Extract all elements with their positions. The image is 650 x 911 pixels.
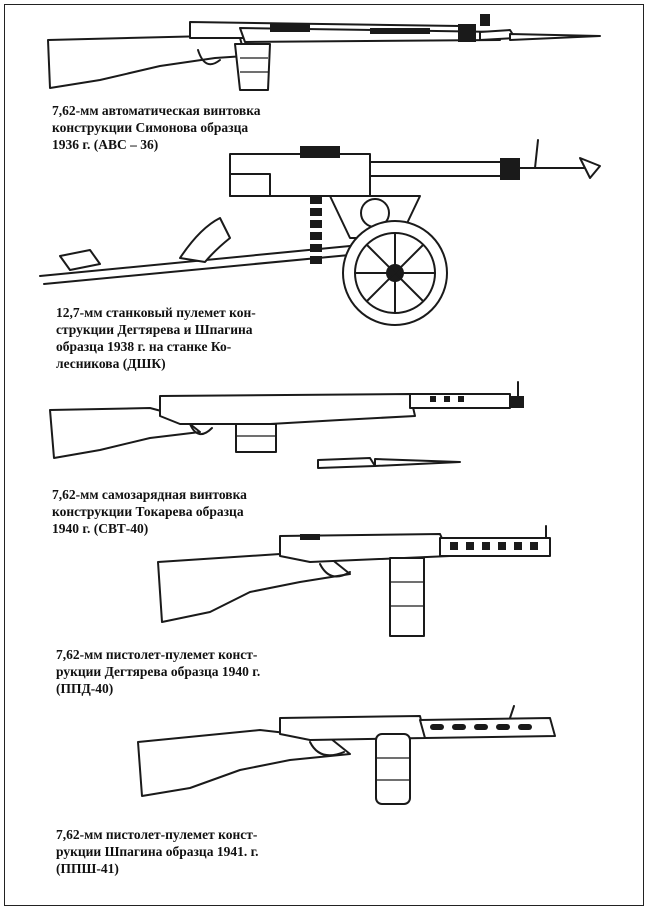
caption-line: 7,62-мм пистолет-пулемет конст- (56, 647, 258, 662)
caption-line: образца 1938 г. на станке Ко- (56, 339, 232, 354)
caption-line: 7,62-мм автоматическая винтовка (52, 103, 261, 118)
caption-line: 7,62-мм пистолет-пулемет конст- (56, 827, 258, 842)
caption-line: 1936 г. (АВС – 36) (52, 137, 159, 152)
dshk-machine-gun-illustration (30, 138, 620, 338)
page-frame (4, 4, 644, 906)
caption-line: 12,7-мм станковый пулемет кон- (56, 305, 256, 320)
caption-line: 1940 г. (СВТ-40) (52, 521, 149, 536)
caption-line: конструкции Токарева образца (52, 504, 244, 519)
caption-avs36: 7,62-мм автоматическая винтовка конструк… (52, 102, 297, 153)
caption-svt40: 7,62-мм самозарядная винтовка конструкци… (52, 486, 297, 537)
svt40-rifle-illustration (40, 380, 550, 480)
caption-ppd40: 7,62-мм пистолет-пулемет конст- рукции Д… (56, 646, 316, 697)
caption-dshk: 12,7-мм станковый пулемет кон- струкции … (56, 304, 301, 372)
caption-line: струкции Дегтярева и Шпагина (56, 322, 253, 337)
avs36-rifle-illustration (40, 8, 610, 98)
caption-line: рукции Шпагина образца 1941. г. (56, 844, 259, 859)
caption-line: конструкции Симонова образца (52, 120, 249, 135)
ppd40-submachine-gun-illustration (150, 522, 570, 642)
caption-line: лесникова (ДШК) (56, 356, 166, 371)
caption-line: рукции Дегтярева образца 1940 г. (56, 664, 261, 679)
caption-line: (ППД-40) (56, 681, 114, 696)
ppsh41-submachine-gun-illustration (130, 702, 570, 812)
caption-ppsh41: 7,62-мм пистолет-пулемет конст- рукции Ш… (56, 826, 316, 877)
caption-line: (ППШ-41) (56, 861, 119, 876)
caption-line: 7,62-мм самозарядная винтовка (52, 487, 247, 502)
